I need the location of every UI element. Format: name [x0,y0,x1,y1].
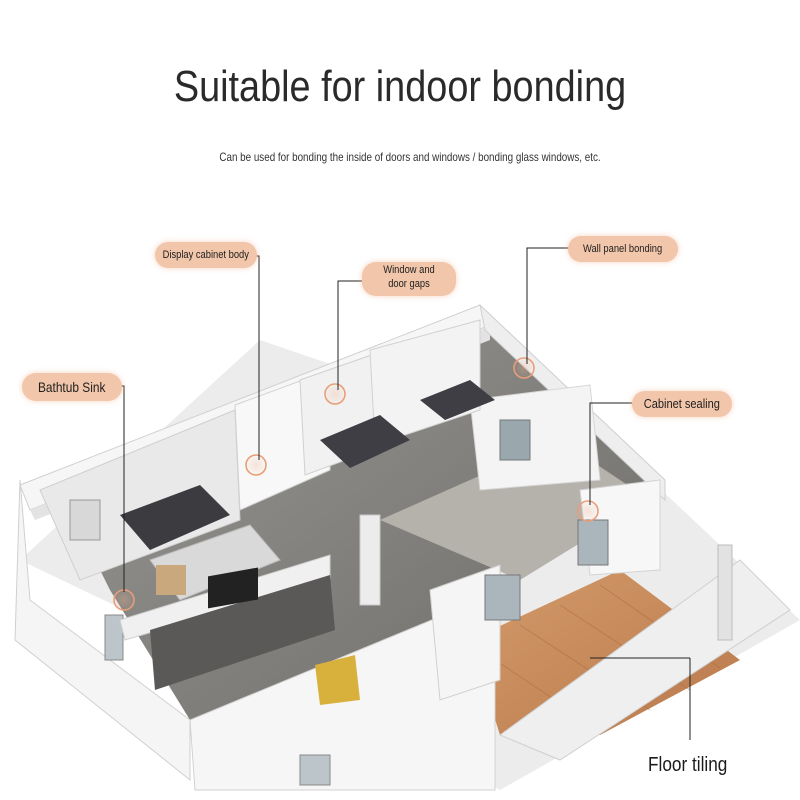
callout-cabinet-sealing: Cabinet sealing [632,391,732,417]
callout-window-door-gaps: Window and door gaps [362,262,456,296]
front-left-wall [14,479,191,782]
highlight-markers [113,357,599,611]
page-subtitle: Can be used for bonding the inside of do… [219,150,601,164]
callout-bathtub-sink: Bathtub Sink [22,373,122,401]
callout-display-cabinet: Display cabinet body [155,242,257,268]
page-title: Suitable for indoor bonding [173,62,627,111]
callout-wall-panel: Wall panel bonding [568,236,678,262]
callout-floor-tiling: Floor tiling [648,754,728,776]
